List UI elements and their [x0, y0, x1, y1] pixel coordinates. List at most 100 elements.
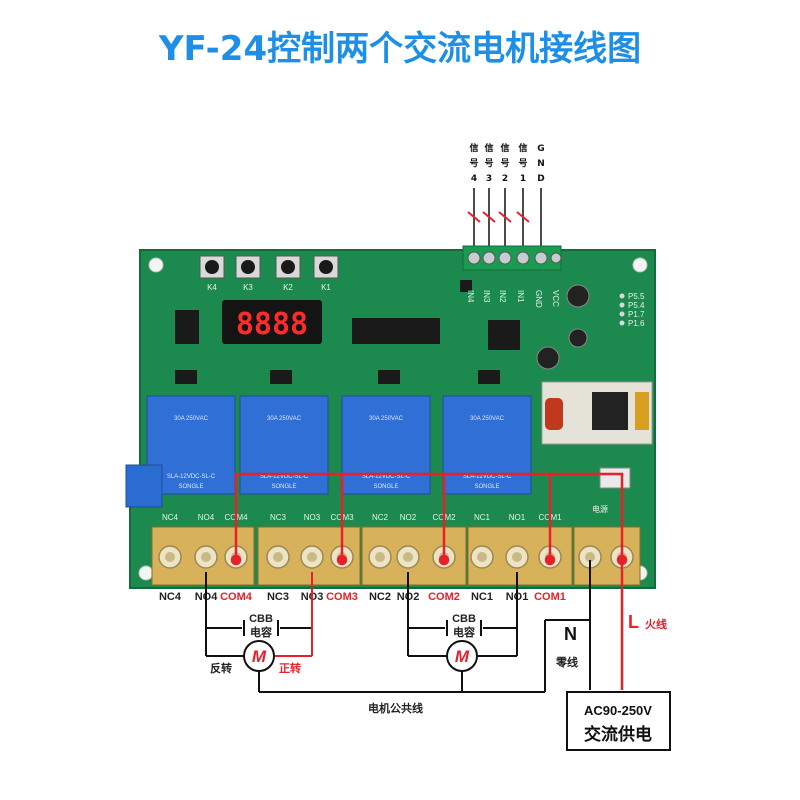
pcb-terminal-label: NC1	[474, 513, 491, 522]
capacitor-electrolytic	[568, 328, 588, 348]
signal-terminal-block	[462, 245, 562, 271]
terminal-label: COM3	[326, 591, 358, 603]
signal-label-char: 号	[484, 158, 493, 169]
port-pin-dot	[619, 293, 625, 299]
pcb-terminal-label: NO1	[509, 513, 526, 522]
wire-node	[544, 554, 556, 566]
relay-model: SLA-12VDC-SL-C	[260, 474, 309, 480]
input-pin-label: VCC	[551, 290, 560, 307]
signal-label-char: 号	[518, 158, 527, 169]
relay-model: SLA-12VDC-SL-C	[463, 474, 512, 480]
relay-model: SLA-12VDC-SL-C	[362, 474, 411, 480]
pcb-terminal-label: NO3	[304, 513, 321, 522]
signal-label-char: 信	[518, 142, 527, 154]
input-pin-label: IN1	[516, 290, 525, 303]
power-module: 电源	[541, 381, 653, 514]
signal-label-char: 信	[500, 142, 509, 154]
input-pin-label: IN3	[482, 290, 491, 303]
signal-wires	[467, 188, 542, 250]
signal-label-char: 1	[520, 174, 526, 184]
port-pin-label: P1.6	[628, 319, 645, 328]
page-title: YF-24控制两个交流电机接线图	[158, 29, 641, 69]
input-pin-labels: IN4 IN3 IN2 IN1 GND VCC	[466, 290, 560, 308]
signal-label-char: 3	[486, 174, 492, 184]
signal-label-char: 信	[469, 142, 478, 154]
input-pin-label: IN4	[466, 290, 475, 303]
signal-label-char: G	[537, 144, 544, 154]
relay-brand: SONGLE	[373, 484, 398, 490]
power-supply-box: AC90-250V 交流供电	[566, 691, 671, 751]
button-label: K1	[321, 283, 331, 292]
terminal-label: NC4	[159, 591, 182, 603]
wire-break-mark	[498, 211, 512, 223]
wire-node	[336, 554, 348, 566]
neutral-label: 零线	[555, 655, 578, 669]
side-connector	[125, 464, 163, 508]
capacitor-electrolytic	[566, 284, 590, 308]
output-terminal-blocks	[151, 526, 641, 586]
terminal-label: COM2	[428, 591, 460, 603]
port-pin-dot	[619, 311, 625, 317]
terminal-label: COM4	[220, 591, 253, 603]
cap-1-line1: CBB	[249, 613, 273, 625]
terminal-screw-head	[403, 552, 413, 562]
signal-label-char: 号	[500, 158, 509, 169]
input-pin-label: GND	[534, 290, 543, 308]
motor-1: M	[243, 640, 275, 672]
relay-rating: 30A 250VAC	[174, 416, 209, 422]
terminal-screw-head	[477, 552, 487, 562]
signal-label-char: 2	[502, 174, 508, 184]
motor-1-symbol: M	[252, 647, 267, 666]
external-wiring	[205, 560, 591, 693]
relay-brand: SONGLE	[271, 484, 296, 490]
wire-break-mark	[482, 211, 496, 223]
terminal-screw-head	[307, 552, 317, 562]
button-k2: K2	[275, 255, 301, 292]
forward-label: 正转	[279, 661, 301, 675]
signal-label-char: 4	[471, 174, 477, 184]
terminal-screw-head	[375, 552, 385, 562]
button-label: K2	[283, 283, 293, 292]
button-k4: K4	[199, 255, 225, 292]
button-label: K4	[207, 283, 217, 292]
pcb-terminal-label: NC4	[162, 513, 179, 522]
power-box-label: 交流供电	[584, 724, 652, 745]
port-pin-labels: P5.5P5.4P1.7P1.6	[619, 292, 645, 328]
relay-rating: 30A 250VAC	[369, 416, 404, 422]
terminal-label: NC3	[267, 591, 289, 603]
ic-chips	[175, 280, 590, 370]
terminal-label: NC1	[471, 591, 493, 603]
common-line-label: 电机公共线	[368, 701, 423, 715]
signal-label-char: D	[537, 174, 544, 184]
red-wires	[230, 472, 628, 690]
port-pin-label: P5.5	[628, 292, 645, 301]
live-label: 火线	[645, 617, 667, 631]
port-pin-dot	[619, 302, 625, 308]
relays: SLA-12VDC-SL-C SONGLE 30A 250VAC SLA-12VDC-…	[146, 395, 532, 495]
live-letter: L	[628, 612, 639, 632]
port-pin-label: P1.7	[628, 310, 645, 319]
signal-label-char: N	[537, 159, 545, 169]
pcb-terminal-label: NC2	[372, 513, 389, 522]
display-digits: 8888	[236, 307, 308, 342]
cap-2-line1: CBB	[452, 613, 476, 625]
signal-label-char: 信	[484, 142, 493, 154]
terminal-screw-head	[512, 552, 522, 562]
pcb-terminal-label: NO2	[400, 513, 417, 522]
terminal-screw-head	[585, 552, 595, 562]
relay-2: SLA-12VDC-SL-C SONGLE 30A 250VAC	[341, 395, 431, 495]
power-label: 电源	[592, 504, 608, 514]
wire-node	[438, 554, 450, 566]
terminal-label: NC2	[369, 591, 391, 603]
relay-rating: 30A 250VAC	[470, 416, 505, 422]
pcb-terminal-label: NC3	[270, 513, 287, 522]
terminal-label: COM1	[534, 591, 566, 603]
seven-segment-display: 8888	[222, 300, 322, 344]
input-pin-label: IN2	[498, 290, 507, 303]
